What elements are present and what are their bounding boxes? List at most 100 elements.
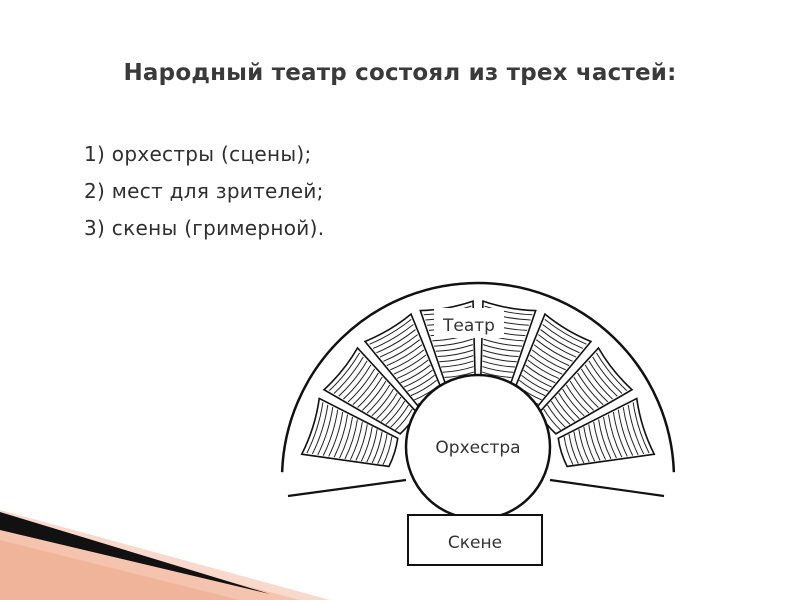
seat-row [400,364,431,384]
seat-row [382,436,393,465]
theatre-label-box [434,308,504,338]
seat-row [306,402,324,454]
list-item-skene: 3) скены (гримерной). [84,216,325,240]
seat-row [444,371,475,378]
seat-row [390,404,409,428]
seat-row [525,364,556,384]
seat-row [540,329,580,354]
seat-row [377,433,388,465]
seat-row [578,429,590,463]
left-wing-line [287,478,407,498]
skene-box [407,514,543,566]
seat-row [612,412,628,457]
seat-row [357,376,383,408]
seat-row [344,419,358,460]
seat-row [328,352,361,392]
seat-row [523,369,553,388]
seat-row [403,369,433,388]
seat-row [617,409,634,456]
decorative-swoosh [0,510,330,600]
seat-row [603,416,617,459]
seat-row [568,433,579,465]
seat-row [562,388,585,417]
seat-row [369,319,412,345]
seat-row [434,338,473,347]
seat-row [435,344,473,352]
seat-row [333,414,349,458]
seat-row [371,431,383,464]
seat-row [521,374,549,392]
seat-row [550,400,571,425]
seat-row [386,344,423,367]
seat-row [379,334,418,358]
seating-sector [322,346,419,435]
seat-row [483,344,521,352]
seat-row [527,359,560,379]
seat-row [483,338,522,347]
seat-row [385,400,406,425]
seat-row [360,426,373,462]
seat-row [573,431,585,464]
seat-row [482,355,517,363]
seat-row [390,349,425,371]
seat-row [481,371,512,378]
right-wing-line [549,478,665,498]
seat-row [484,305,533,316]
seat-row [366,384,391,414]
seat-row [347,368,376,403]
seat-row [437,349,474,358]
seat-row [593,421,606,460]
list-item-orchestra: 1) орхестры (сцены); [84,142,312,166]
seat-row [565,384,590,414]
seating-sectors [300,299,656,468]
seat-row [311,404,329,455]
seat-row [482,366,514,373]
seat-row [535,339,573,362]
seat-row [580,368,609,403]
seat-row [372,324,414,349]
seat-row [396,359,429,379]
seat-row [442,366,474,373]
seat-row [393,354,427,375]
seat-row [339,416,353,459]
seat-row [598,419,612,460]
seat-row [366,429,378,463]
list-item-seats: 2) мест для зрителей; [84,179,324,203]
slide-title: Народный театр состоял из трех частей: [123,60,677,86]
seat-row [343,364,372,400]
seat-row [533,344,570,367]
seat-row [410,379,438,397]
seat-row [554,396,576,422]
seat-row [583,426,596,462]
seat-row [380,396,402,422]
seat-row [328,412,344,457]
seat-row [338,360,368,397]
seat-row [577,372,604,406]
seat-row [547,404,566,428]
seat-row [573,376,599,408]
seat-row [563,436,574,465]
seat-row [538,334,577,358]
seat-row [607,414,623,458]
outer-wall-arc [280,281,676,473]
seat-row [622,407,639,455]
seat-row [383,339,421,362]
seat-row [544,319,587,345]
seat-row [595,352,628,392]
seat-row [627,404,645,455]
seat-row [439,355,474,363]
seat-row [592,356,623,394]
seat-row [322,409,339,456]
theatre-label: Театр [442,316,495,336]
seat-row [352,372,379,406]
seat-row [362,380,387,411]
orchestra-label: Орхестра [435,438,520,458]
seat-row [376,392,398,420]
seat-row [355,424,368,461]
seat-row [584,364,613,400]
seat-row [371,388,394,417]
seat-row [529,354,563,375]
seat-row [542,324,584,349]
seat-row [395,408,413,431]
seat-row [588,360,618,397]
